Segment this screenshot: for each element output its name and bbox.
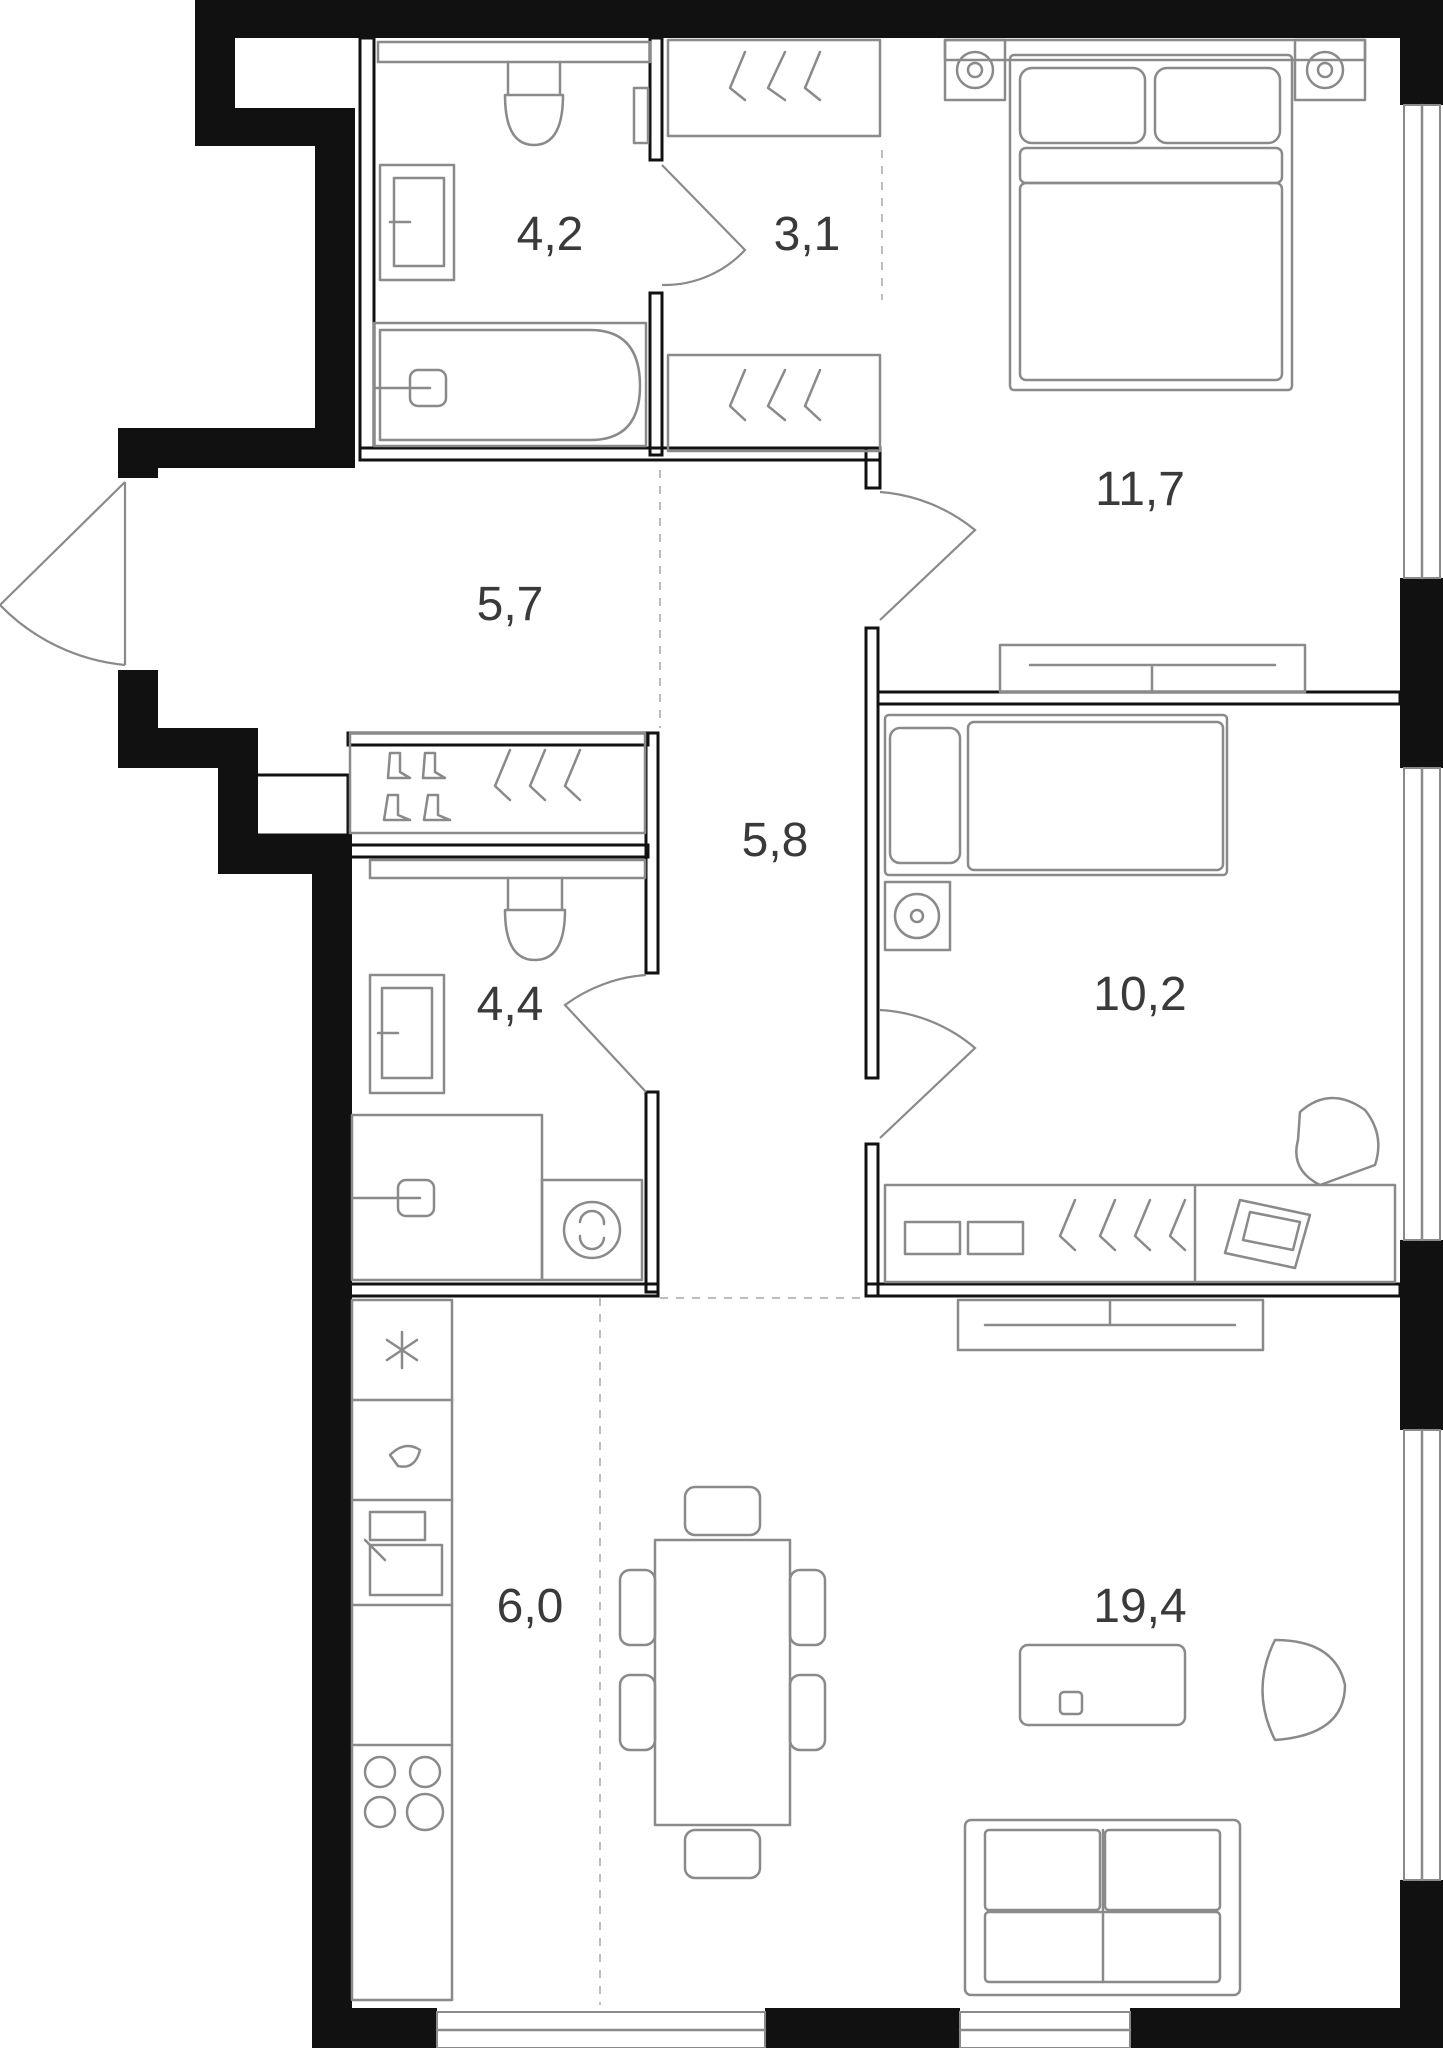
dining-furniture — [618, 1485, 827, 1880]
bathtub-icon — [372, 321, 648, 448]
area-wardrobe: 3,1 — [774, 208, 841, 261]
dining-table-icon — [653, 1538, 792, 1827]
single-bed-icon — [883, 713, 1229, 877]
area-bathroom-2: 4,4 — [477, 978, 544, 1031]
bedroom-2-furniture — [883, 713, 1397, 1352]
tv-stand-icon — [998, 643, 1307, 694]
chair-icon — [1295, 1096, 1380, 1187]
laptop-icon — [1223, 1198, 1312, 1270]
area-corridor: 5,8 — [742, 814, 809, 867]
windows — [435, 103, 1441, 2048]
area-bedroom-1: 11,7 — [1095, 463, 1185, 516]
nightstand-icon — [943, 38, 1007, 102]
toilet-icon-2 — [503, 876, 567, 962]
zone-lines — [599, 150, 883, 2005]
area-bedroom-2: 10,2 — [1093, 968, 1186, 1021]
bathroom-2-fixtures — [350, 858, 647, 1282]
bathroom-1-fixtures — [372, 40, 652, 448]
kitchen-fixtures — [350, 1298, 454, 2002]
armchair-icon — [1261, 1638, 1347, 1742]
boots-icon — [382, 751, 452, 822]
hanger-icon-2 — [1058, 1198, 1187, 1252]
doors — [0, 164, 977, 1139]
washing-machine-icon — [540, 1178, 644, 1282]
room-labels: 4,2 3,1 11,7 5,7 5,8 10,2 4,4 6,0 19,4 — [477, 208, 1187, 1633]
coffee-table-icon — [1018, 1643, 1187, 1727]
area-living-room: 19,4 — [1093, 1580, 1186, 1633]
hallway-storage — [348, 731, 647, 835]
water-drop-icon — [388, 1444, 422, 1468]
hanger-icon — [728, 50, 822, 102]
area-kitchen: 6,0 — [497, 1580, 564, 1633]
living-furniture — [963, 1638, 1347, 1997]
double-bed-icon — [1008, 53, 1294, 392]
freezer-icon — [385, 1330, 419, 1370]
toilet-icon — [503, 60, 565, 147]
sink-icon — [368, 1510, 427, 1542]
walls — [118, 0, 1443, 2048]
area-bathroom-1: 4,2 — [517, 208, 584, 261]
stove-icon — [363, 1755, 397, 1789]
bedroom-1-furniture — [943, 38, 1367, 694]
sofa-icon — [963, 1818, 1242, 1997]
wardrobe-fixtures — [666, 38, 882, 453]
area-hallway: 5,7 — [477, 578, 544, 631]
